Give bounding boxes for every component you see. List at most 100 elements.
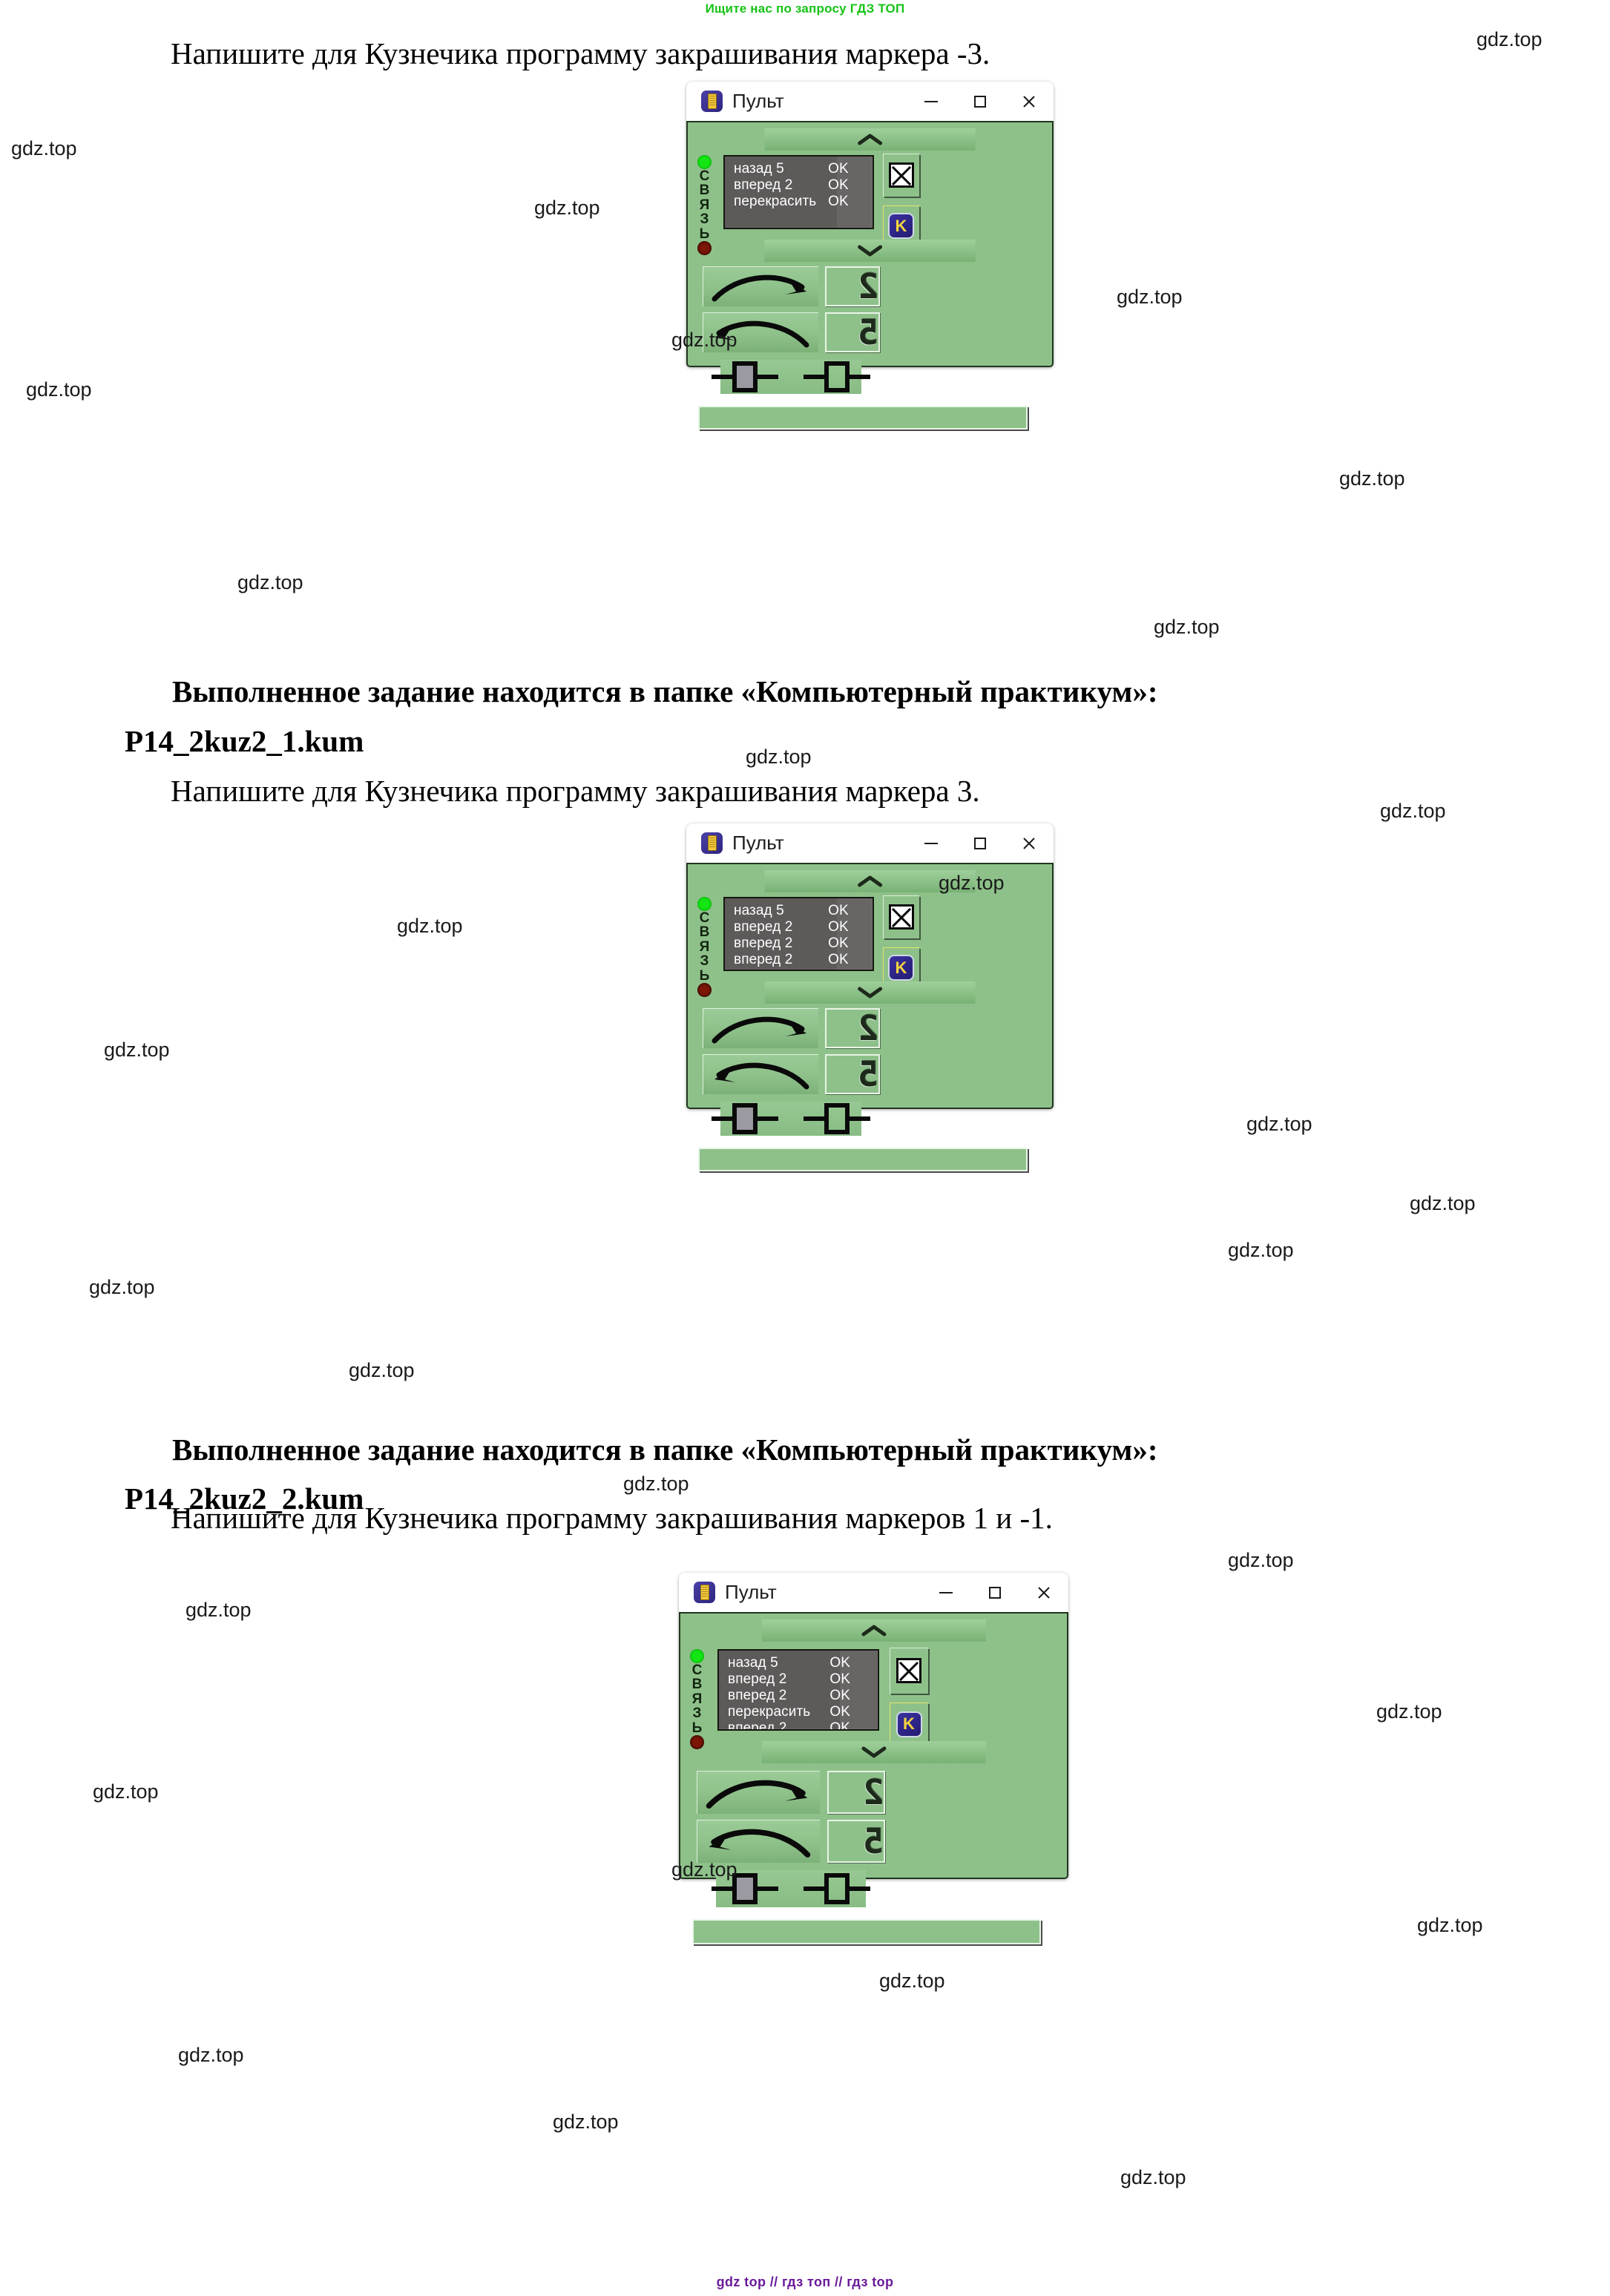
cross-icon [888, 904, 914, 930]
log-command: вперед 2 [734, 952, 793, 968]
watermark: gdz.top [1380, 800, 1446, 822]
stop-button[interactable] [883, 895, 919, 938]
kumir-button[interactable]: K [883, 947, 919, 988]
answer-1-line2: P14_2kuz2_1.kum [125, 724, 364, 758]
minimize-icon[interactable] [921, 1573, 970, 1612]
backward-step-display: 5 [825, 312, 880, 352]
scroll-down-button[interactable] [764, 981, 976, 1004]
watermark: gdz.top [1417, 1914, 1483, 1936]
log-command: перекрасить [734, 194, 817, 210]
status-field[interactable] [692, 1919, 1041, 1944]
backward-button[interactable] [703, 1054, 818, 1094]
kumir-button[interactable]: K [883, 205, 919, 246]
window-title: Пульт [732, 90, 784, 112]
watermark: gdz.top [397, 915, 463, 937]
forward-step-display: 2 [825, 1008, 880, 1048]
watermark: gdz.top [1154, 616, 1220, 638]
window-titlebar[interactable]: Пульт [679, 1573, 1068, 1612]
close-icon[interactable] [1019, 1573, 1068, 1612]
backward-button[interactable] [697, 1820, 820, 1863]
led-error [690, 1734, 704, 1749]
connection-indicator: С В Я З Ь [690, 1649, 704, 1749]
log-command: вперед 2 [728, 1688, 787, 1704]
kumir-button[interactable]: K [890, 1703, 928, 1746]
watermark: gdz.top [349, 1359, 415, 1381]
window-titlebar[interactable]: Пульт [686, 82, 1054, 121]
forward-button[interactable] [697, 1771, 820, 1814]
log-status: OK [829, 1704, 851, 1720]
log-status: OK [828, 903, 849, 918]
repaint-button[interactable] [712, 1102, 870, 1136]
led-connected [697, 155, 712, 169]
conn-char: З [700, 211, 709, 228]
log-status: OK [829, 1671, 851, 1688]
log-status: OK [828, 968, 849, 970]
marker-empty-icon [804, 1873, 870, 1904]
kumir-k-icon: K [890, 214, 913, 237]
log-command: перекрасить [728, 1704, 811, 1720]
marker-empty-icon [804, 1103, 870, 1134]
scroll-down-button[interactable] [761, 1741, 986, 1763]
maximize-icon[interactable] [956, 82, 1005, 121]
log-status: OK [828, 935, 849, 952]
stop-button[interactable] [890, 1648, 928, 1694]
forward-step-value: 2 [858, 1008, 878, 1048]
scroll-up-button[interactable] [764, 128, 976, 151]
log-status: OK [828, 177, 849, 194]
log-command: вперед 2 [734, 968, 828, 970]
backward-step-display: 5 [825, 1054, 880, 1094]
question-3: Напишите для Кузнечика программу закраши… [171, 1501, 1053, 1535]
watermark: gdz.top [879, 1970, 945, 1992]
conn-char: Ь [699, 967, 710, 984]
maximize-icon[interactable] [970, 1573, 1019, 1612]
marker-empty-icon [804, 361, 870, 392]
minimize-icon[interactable] [907, 82, 956, 121]
scroll-up-button[interactable] [764, 870, 976, 892]
cross-icon [888, 162, 914, 188]
log-command: назад 5 [734, 903, 784, 918]
forward-button[interactable] [703, 266, 818, 306]
conn-char: В [699, 924, 710, 941]
close-icon[interactable] [1005, 823, 1054, 863]
repaint-button[interactable] [712, 360, 870, 394]
marker-filled-icon [712, 1873, 778, 1904]
conn-char: Я [699, 197, 710, 213]
log-row: перекрасить OK [728, 1704, 878, 1720]
bottom-promo-banner: gdz top // гдз топ // гдз top [716, 2274, 894, 2289]
status-field[interactable] [698, 406, 1028, 430]
scroll-down-button[interactable] [764, 240, 976, 262]
watermark: gdz.top [237, 571, 303, 593]
maximize-icon[interactable] [956, 823, 1005, 863]
stop-button[interactable] [883, 154, 919, 197]
cross-icon [896, 1658, 921, 1683]
watermark: gdz.top [1120, 2166, 1186, 2188]
close-icon[interactable] [1005, 82, 1054, 121]
backward-button[interactable] [703, 312, 818, 352]
mobile-phone-icon [694, 1582, 715, 1603]
window-titlebar[interactable]: Пульт [686, 823, 1054, 863]
forward-step-display: 2 [827, 1771, 885, 1814]
kumir-k-icon: K [890, 956, 913, 979]
minimize-icon[interactable] [907, 823, 956, 863]
mobile-phone-icon [701, 91, 723, 112]
forward-button[interactable] [703, 1008, 818, 1048]
watermark: gdz.top [178, 2044, 244, 2066]
scroll-up-button[interactable] [761, 1619, 986, 1642]
status-field[interactable] [698, 1148, 1028, 1171]
answer-2-line1: Выполненное задание находится в папке «К… [172, 1432, 1158, 1467]
repaint-button[interactable] [712, 1870, 870, 1907]
led-error [697, 982, 712, 997]
marker-filled-icon [712, 1103, 778, 1134]
